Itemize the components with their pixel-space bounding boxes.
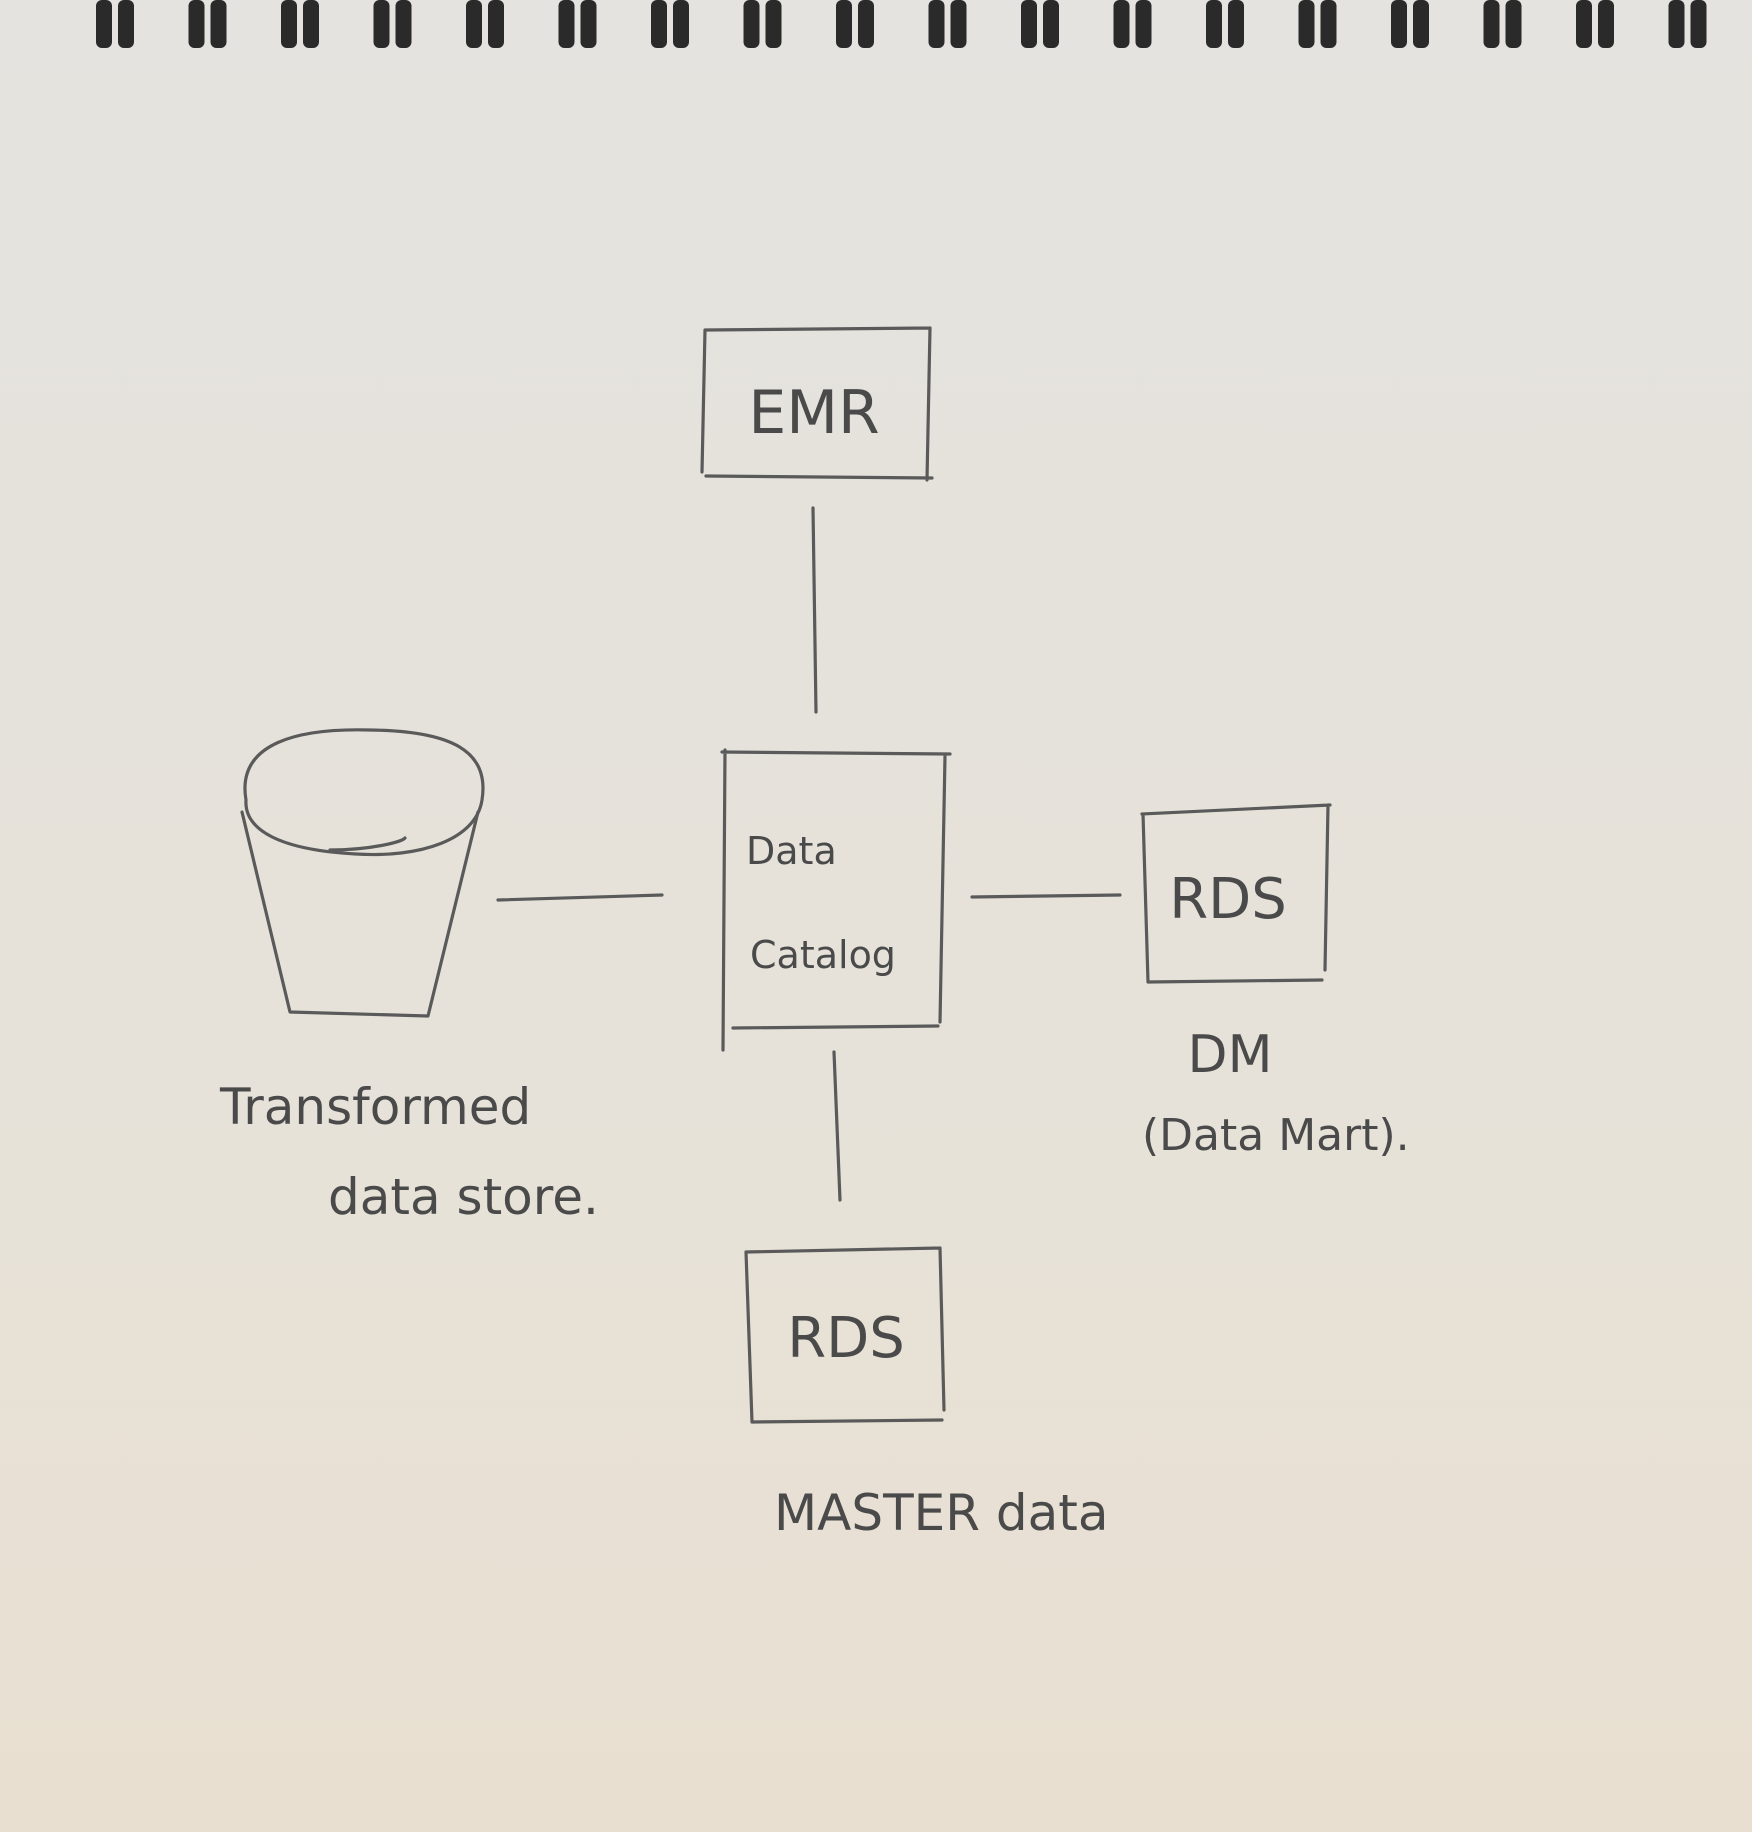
spiral-ring	[1320, 0, 1337, 48]
spiral-ring	[1413, 0, 1429, 48]
data-catalog-label-line2: Catalog	[750, 933, 896, 977]
spiral-ring	[673, 0, 689, 48]
emr-label: EMR	[748, 378, 879, 448]
data-catalog-label-line1: Data	[746, 829, 837, 873]
spiral-ring	[651, 0, 667, 48]
spiral-ring	[488, 0, 504, 48]
cylinder-inner-curve	[328, 836, 407, 852]
spiral-ring	[118, 0, 134, 48]
spiral-ring	[558, 0, 575, 48]
rds-master-node: RDS MASTER data	[744, 1246, 1108, 1542]
rds-master-label: RDS	[787, 1306, 905, 1371]
spiral-ring	[303, 0, 319, 48]
spiral-ring	[858, 0, 874, 48]
rds-dm-caption-line1: DM	[1188, 1025, 1273, 1085]
rds-master-box	[744, 1246, 946, 1424]
edge-store-catalog	[496, 893, 664, 902]
spiral-ring	[466, 0, 482, 48]
store-caption-line1: Transformed	[219, 1078, 531, 1136]
rds-dm-node: RDS DM (Data Mart).	[1140, 803, 1410, 1161]
emr-node: EMR	[700, 326, 934, 482]
rds-dm-caption-line2: (Data Mart).	[1142, 1110, 1410, 1161]
spiral-ring	[1043, 0, 1059, 48]
spiral-ring	[1113, 0, 1130, 48]
spiral-binding-icon	[96, 0, 1707, 48]
spiral-ring	[1135, 0, 1152, 48]
transformed-data-store-node: Transformed data store.	[219, 728, 599, 1226]
store-caption-line2: data store.	[328, 1168, 599, 1226]
cylinder-top	[243, 728, 485, 857]
spiral-ring	[188, 0, 205, 48]
spiral-ring	[1505, 0, 1522, 48]
spiral-ring	[928, 0, 945, 48]
spiral-ring	[373, 0, 390, 48]
spiral-ring	[1598, 0, 1614, 48]
edge-catalog-rds-master	[832, 1050, 842, 1202]
spiral-ring	[580, 0, 597, 48]
edge-emr-catalog	[811, 506, 818, 714]
spiral-ring	[765, 0, 782, 48]
spiral-ring	[1021, 0, 1037, 48]
spiral-ring	[950, 0, 967, 48]
spiral-ring	[96, 0, 112, 48]
spiral-ring	[836, 0, 852, 48]
spiral-ring	[281, 0, 297, 48]
emr-box	[700, 326, 934, 482]
spiral-ring	[1483, 0, 1500, 48]
spiral-ring	[743, 0, 760, 48]
spiral-ring	[1690, 0, 1707, 48]
rds-dm-label: RDS	[1169, 867, 1287, 932]
spiral-ring	[395, 0, 412, 48]
edge-catalog-rds-dm	[970, 893, 1122, 899]
spiral-ring	[1298, 0, 1315, 48]
spiral-ring	[1228, 0, 1244, 48]
spiral-ring	[210, 0, 227, 48]
data-catalog-box	[720, 748, 952, 1052]
spiral-ring	[1391, 0, 1407, 48]
cylinder-body	[240, 810, 480, 1018]
data-catalog-node: Data Catalog	[720, 748, 952, 1052]
spiral-ring	[1576, 0, 1592, 48]
rds-master-caption: MASTER data	[774, 1484, 1108, 1542]
spiral-ring	[1668, 0, 1685, 48]
spiral-ring	[1206, 0, 1222, 48]
rds-dm-box	[1140, 803, 1332, 984]
